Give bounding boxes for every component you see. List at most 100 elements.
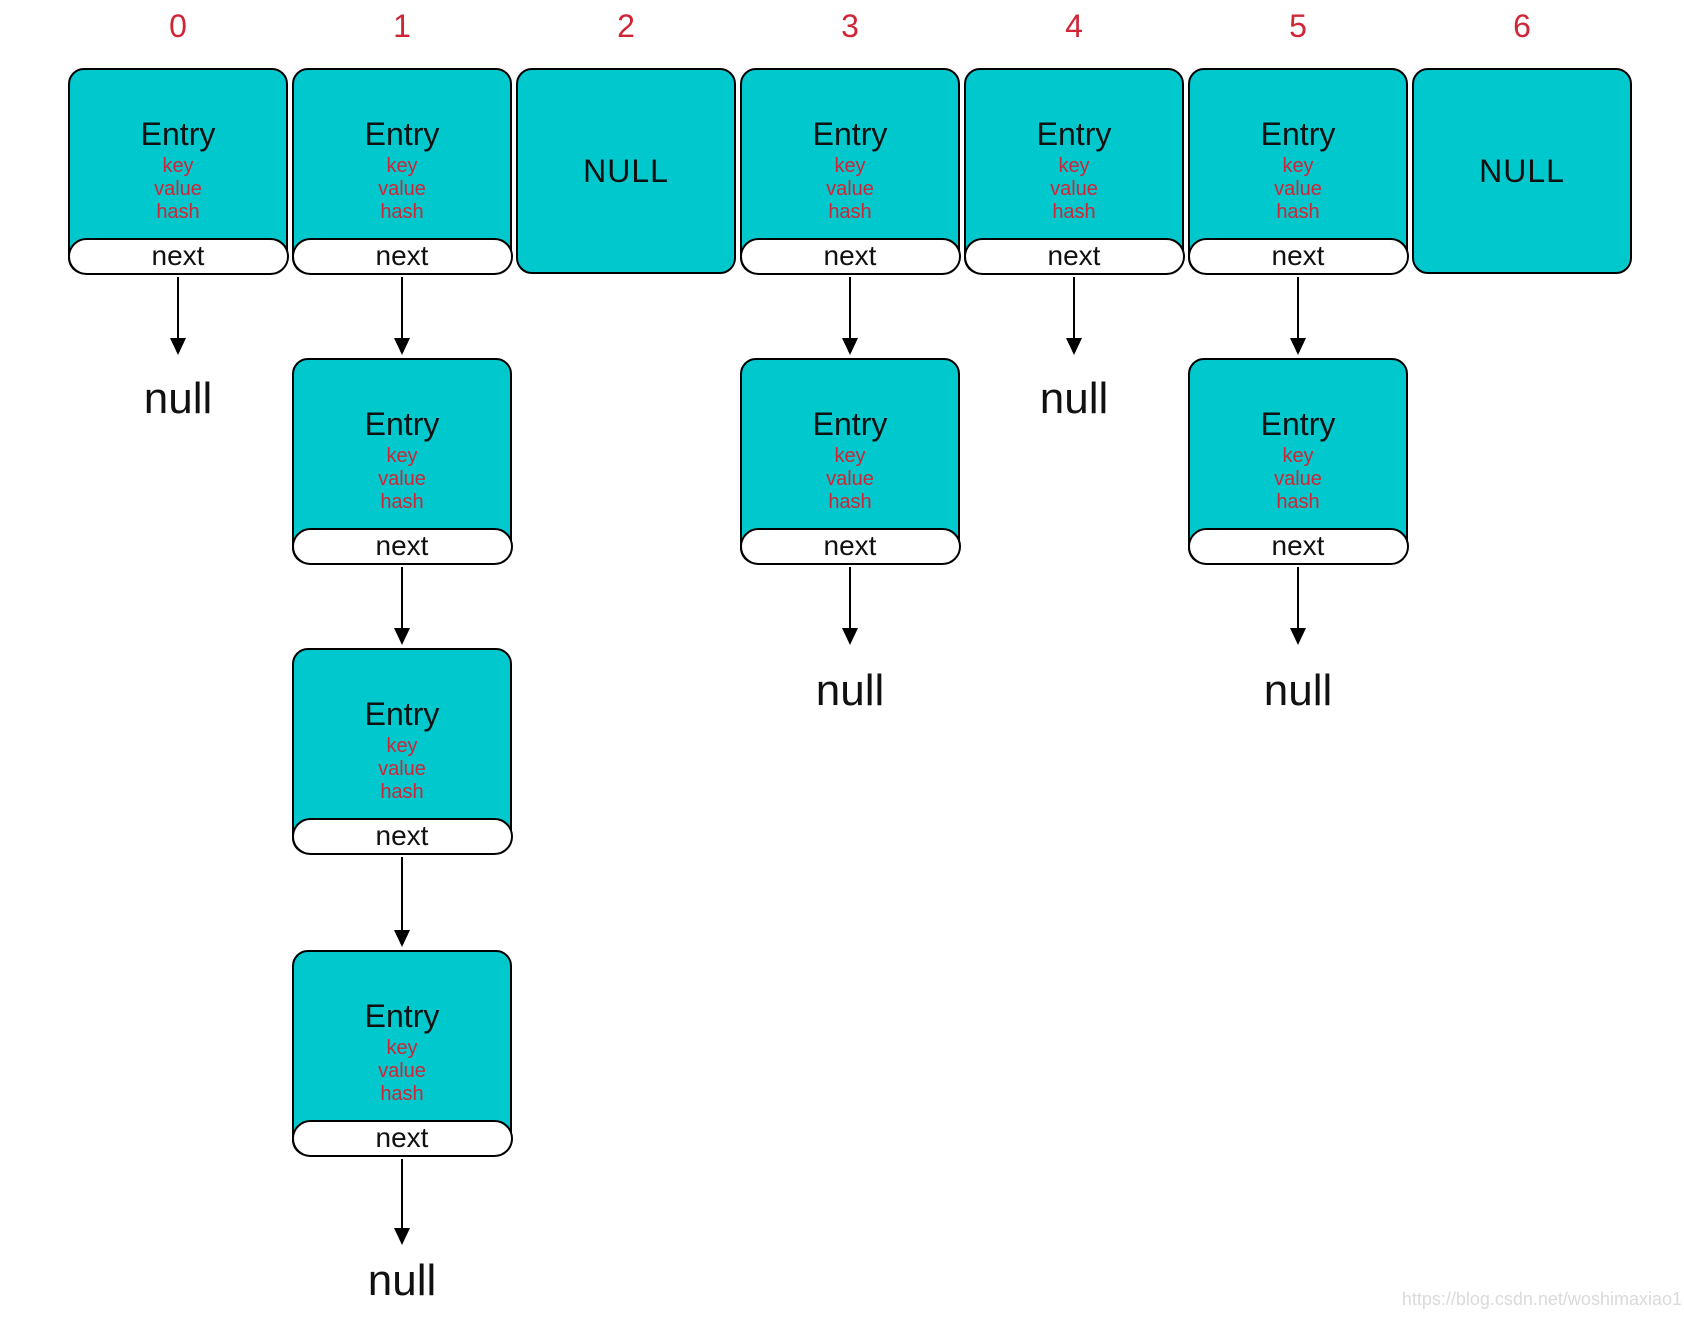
entry-title: Entry [1260,406,1336,442]
entry-title: Entry [364,696,440,732]
pointer-arrow-bucket1-chain3 [392,1159,412,1245]
entry-field-value: value [826,468,874,490]
null-terminator-bucket1: null [367,1256,437,1305]
arrow-down-icon [1290,628,1306,645]
next-pointer: next [291,1119,513,1157]
pointer-arrow-bucket0 [168,277,188,355]
null-bucket-node-6: NULL [1412,68,1632,274]
entry-body: Entry key value hash [294,70,510,224]
entry-node-bucket3: Entry key value hash next [739,68,961,275]
null-bucket-node-2: NULL [516,68,736,274]
null-terminator-bucket0: null [143,374,213,423]
entry-body: Entry key value hash [294,952,510,1106]
arrow-down-icon [1066,338,1082,355]
entry-title: Entry [812,406,888,442]
entry-field-hash: hash [828,201,872,223]
entry-body: Entry key value hash [742,360,958,514]
entry-title: Entry [1260,116,1336,152]
arrow-line [400,277,404,339]
arrow-line [848,567,852,629]
entry-title: Entry [364,998,440,1034]
bucket-index-1: 1 [393,8,411,44]
bucket-index-3: 3 [841,8,859,44]
arrow-down-icon [394,338,410,355]
entry-body: Entry key value hash [966,70,1182,224]
entry-title: Entry [140,116,216,152]
bucket-index-5: 5 [1289,8,1307,44]
arrow-line [400,1159,404,1229]
entry-field-value: value [1274,178,1322,200]
entry-title: Entry [364,116,440,152]
entry-field-value: value [378,178,426,200]
next-pointer: next [963,237,1185,275]
arrow-line [848,277,852,339]
arrow-line [400,857,404,931]
entry-field-hash: hash [380,781,424,803]
entry-body: Entry key value hash [1190,360,1406,514]
next-pointer: next [291,527,513,565]
pointer-arrow-bucket1-chain1 [392,567,412,645]
entry-field-key: key [1058,155,1090,177]
null-terminator-bucket3: null [815,666,885,715]
arrow-line [400,567,404,629]
pointer-arrow-bucket3 [840,277,860,355]
arrow-down-icon [170,338,186,355]
entry-body: Entry key value hash [294,360,510,514]
entry-field-key: key [1282,155,1314,177]
entry-field-hash: hash [380,201,424,223]
entry-field-hash: hash [156,201,200,223]
entry-field-value: value [378,1060,426,1082]
entry-title: Entry [364,406,440,442]
entry-field-key: key [386,735,418,757]
entry-field-value: value [378,758,426,780]
entry-field-value: value [378,468,426,490]
entry-field-key: key [386,1037,418,1059]
next-pointer: next [739,527,961,565]
entry-title: Entry [1036,116,1112,152]
pointer-arrow-bucket1-chain2 [392,857,412,947]
entry-body: Entry key value hash [294,650,510,804]
arrow-line [176,277,180,339]
entry-field-key: key [386,445,418,467]
entry-node-bucket1: Entry key value hash next [291,68,513,275]
entry-field-key: key [834,445,866,467]
bucket-index-0: 0 [169,8,187,44]
entry-node-bucket5: Entry key value hash next [1187,68,1409,275]
null-terminator-bucket5: null [1263,666,1333,715]
bucket-index-2: 2 [617,8,635,44]
entry-title: Entry [812,116,888,152]
arrow-line [1296,277,1300,339]
entry-node-bucket3-chain1: Entry key value hash next [739,358,961,565]
null-terminator-bucket4: null [1039,374,1109,423]
entry-field-hash: hash [380,491,424,513]
entry-field-key: key [1282,445,1314,467]
entry-field-hash: hash [828,491,872,513]
pointer-arrow-bucket4 [1064,277,1084,355]
watermark: https://blog.csdn.net/woshimaxiao1 [1401,1289,1682,1309]
entry-field-hash: hash [1276,201,1320,223]
entry-field-hash: hash [1052,201,1096,223]
entry-field-hash: hash [1276,491,1320,513]
arrow-down-icon [1290,338,1306,355]
arrow-line [1296,567,1300,629]
pointer-arrow-bucket5-chain1 [1288,567,1308,645]
entry-body: Entry key value hash [742,70,958,224]
next-pointer: next [291,817,513,855]
entry-node-bucket1-chain3: Entry key value hash next [291,950,513,1157]
entry-node-bucket4: Entry key value hash next [963,68,1185,275]
arrow-down-icon [394,1228,410,1245]
pointer-arrow-bucket5 [1288,277,1308,355]
next-pointer: next [291,237,513,275]
next-pointer: next [739,237,961,275]
arrow-line [1072,277,1076,339]
entry-field-key: key [386,155,418,177]
entry-field-key: key [834,155,866,177]
entry-field-key: key [162,155,194,177]
pointer-arrow-bucket1 [392,277,412,355]
entry-field-hash: hash [380,1083,424,1105]
entry-node-bucket0: Entry key value hash next [67,68,289,275]
entry-field-value: value [154,178,202,200]
arrow-down-icon [842,628,858,645]
entry-field-value: value [1274,468,1322,490]
